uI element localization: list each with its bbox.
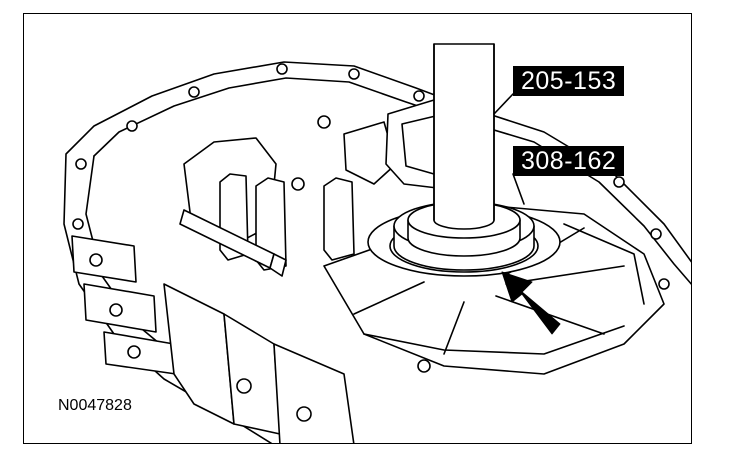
- bolt-holes: [72, 63, 670, 373]
- callout-tool-308-162: 308-162: [513, 146, 625, 176]
- leader-line-308-162: [512, 173, 525, 205]
- tool-handle: [433, 43, 495, 230]
- side-bosses: [71, 235, 180, 375]
- lower-body: [163, 283, 355, 443]
- leader-line-205-153: [493, 93, 514, 115]
- illustration-frame: 205-153 308-162 N0047828: [23, 13, 692, 444]
- direction-arrow-icon: [501, 271, 561, 335]
- case-flange-inner: [93, 77, 691, 285]
- figure-id: N0047828: [58, 397, 132, 414]
- callout-tool-205-153: 205-153: [513, 66, 625, 96]
- internal-ribs: [179, 99, 495, 277]
